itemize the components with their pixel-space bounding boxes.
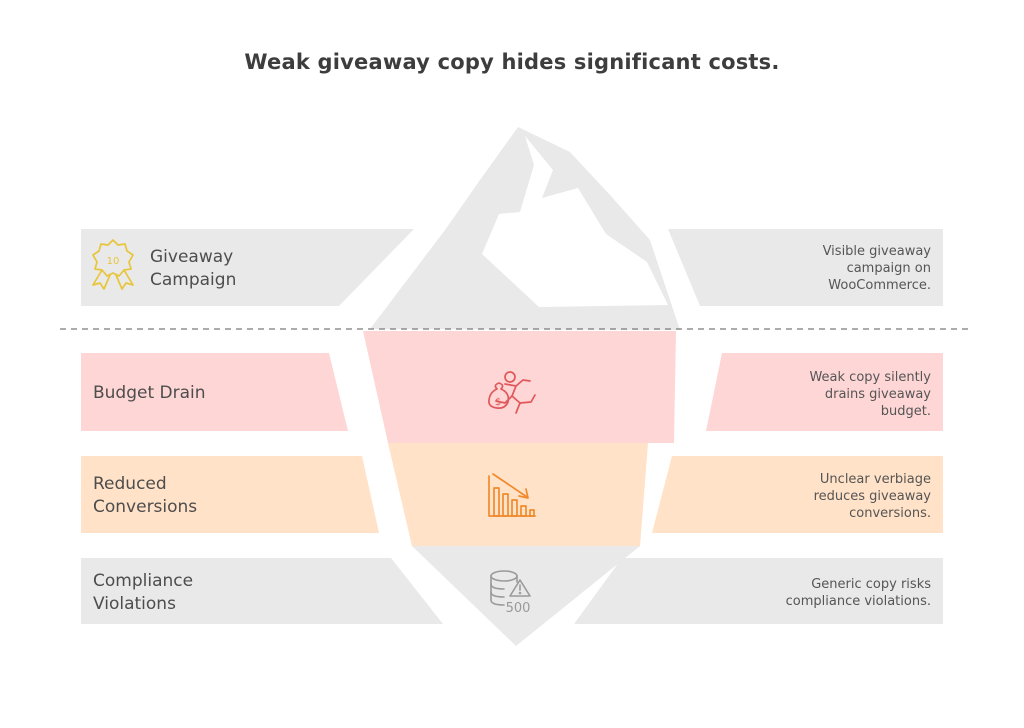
tier-description-giveaway-campaign: Visible giveaway campaign on WooCommerce… — [822, 244, 931, 293]
declining-bar-chart-icon — [488, 473, 536, 517]
tier-label-compliance-violations: Compliance Violations — [93, 571, 194, 614]
iceberg-segment-reduced-conversions — [388, 443, 648, 546]
band-right-compliance-violations — [574, 558, 943, 624]
band-right-giveaway-campaign — [668, 229, 943, 306]
running-money-icon: $ — [488, 371, 536, 414]
money-bag-symbol: $ — [495, 397, 501, 408]
iceberg-segment-budget-drain — [363, 331, 676, 443]
diagram-title: Weak giveaway copy hides significant cos… — [244, 50, 780, 74]
band-left-giveaway-campaign — [81, 229, 414, 306]
iceberg-tip-face — [482, 136, 668, 307]
award-badge-icon: 10 — [92, 239, 134, 290]
tier-description-budget-drain: Weak copy silently drains giveaway budge… — [809, 370, 931, 419]
tier-label-budget-drain: Budget Drain — [93, 383, 206, 403]
tier-description-reduced-conversions: Unclear verbiage reduces giveaway conver… — [813, 472, 931, 521]
database-warning-icon: 500 — [490, 570, 531, 616]
band-left-reduced-conversions — [81, 456, 379, 533]
database-count: 500 — [506, 601, 531, 616]
tier-label-giveaway-campaign: Giveaway Campaign — [150, 247, 237, 290]
band-right-reduced-conversions — [652, 456, 943, 533]
band-left-budget-drain — [81, 353, 348, 431]
tier-label-reduced-conversions: Reduced Conversions — [93, 474, 198, 517]
tier-description-compliance-violations: Generic copy risks compliance violations… — [785, 577, 931, 609]
band-left-compliance-violations — [81, 558, 443, 624]
award-badge-number: 10 — [107, 256, 120, 267]
band-right-budget-drain — [706, 353, 943, 431]
